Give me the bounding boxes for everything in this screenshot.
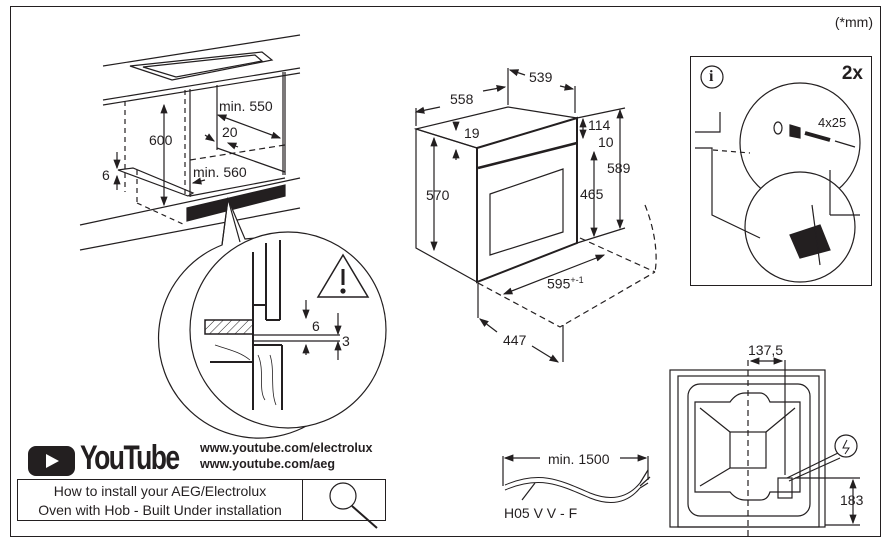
cabinet-gap20-label: 20 [222,124,238,140]
howto-line-1: How to install your AEG/Electrolux [53,483,267,499]
oven-depth-label: 539 [529,69,553,85]
oven-10-label: 10 [598,134,614,150]
info-icon: i [709,68,714,85]
rear-height-label: 183 [840,492,864,508]
cable-drawing [502,454,651,503]
search-icon [302,479,386,521]
oven-114-label: 114 [588,117,611,133]
oven-19-label: 19 [464,125,480,141]
detail-bubble [158,196,387,439]
oven-595-label: 595+-1 [547,273,584,291]
cabinet-drawing [79,34,301,251]
cabinet-depth-label: min. 550 [219,98,273,114]
cabinet-width-label: min. 560 [193,164,247,180]
rear-view-drawing [669,357,860,538]
units-note: (*mm) [834,14,873,30]
oven-465-label: 465 [580,186,604,202]
oven-589-label: 589 [607,160,631,176]
info-panel: i 2x [690,56,872,286]
screw-size-label: 4x25 [818,115,847,130]
info-drawing [695,65,861,283]
detail-gap6-label: 6 [312,318,320,334]
rear-offset-label: 137,5 [748,342,784,358]
cabinet-gap-label: 6 [102,167,110,183]
cable-type-label: H05 V V - F [504,505,578,521]
oven-595-value: 595 [547,275,571,292]
oven-drawing [413,68,657,363]
youtube-wordmark: YouTube [80,439,180,477]
youtube-url-electrolux[interactable]: www.youtube.com/electrolux [200,441,373,455]
diagram-frame [10,6,881,537]
youtube-logo: YouTube [28,439,180,477]
oven-width-label: 558 [450,91,474,107]
cabinet-height-label: 600 [149,132,173,148]
youtube-links: www.youtube.com/electrolux www.youtube.c… [200,440,373,472]
search-icon-drawing [329,482,378,529]
howto-line-2: Oven with Hob - Built Under installation [38,502,282,518]
oven-595-tolerance: +-1 [570,275,584,285]
quantity-label: 2x [841,63,863,84]
oven-447-label: 447 [503,332,527,348]
howto-video-title: How to install your AEG/Electrolux Oven … [17,479,303,521]
youtube-play-icon [28,446,75,476]
detail-gap3-label: 3 [342,333,350,349]
cable-length-label: min. 1500 [548,451,610,467]
oven-570-label: 570 [426,187,450,203]
youtube-url-aeg[interactable]: www.youtube.com/aeg [200,457,335,471]
